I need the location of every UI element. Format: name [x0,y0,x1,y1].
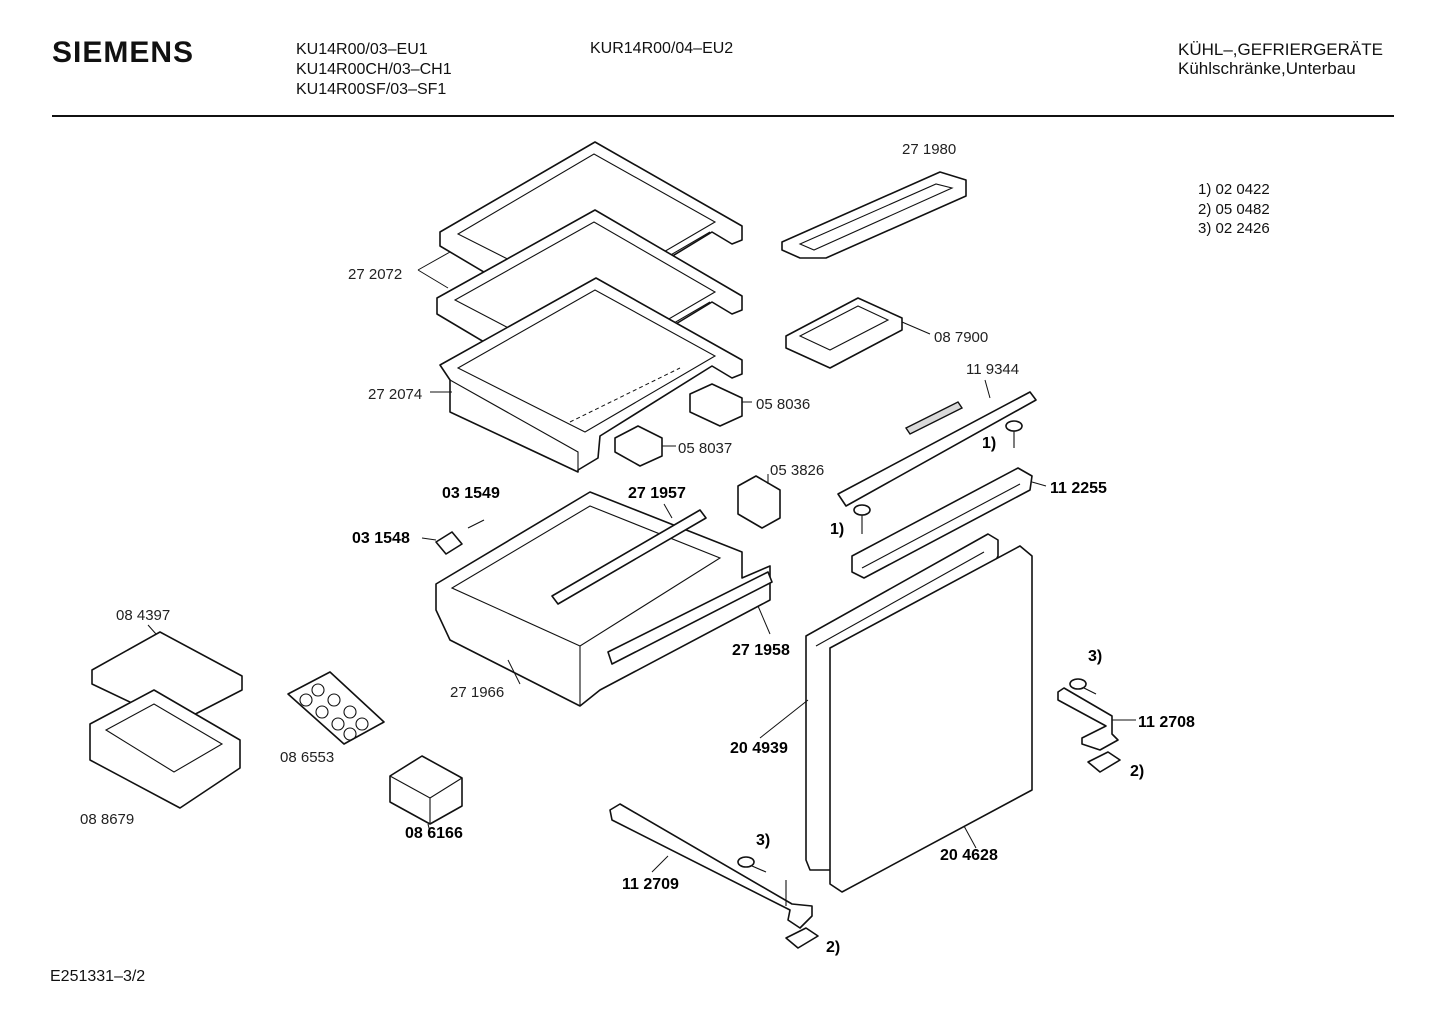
part-label: 11 2255 [1050,480,1107,497]
holder-piece-b [614,425,663,467]
callout-marker: 1) [830,521,844,538]
leader-line [1031,481,1047,487]
leader-line [417,251,451,289]
leader-line [759,699,809,739]
small-tray [785,297,903,369]
header-divider [52,115,1394,117]
category-subtitle: Kühlschränke,Unterbau [1178,59,1356,78]
model-code: KU14R00SF/03–SF1 [296,81,447,98]
callout-marker: 3) [756,832,770,849]
footnote: 3) 02 2426 [1198,220,1270,237]
part-label: 27 1958 [732,642,790,659]
leader-line [147,624,157,635]
leader-line [663,503,673,519]
leader-line [963,825,977,849]
hinge-bracket [851,467,1033,579]
screw-icon [1005,420,1023,448]
part-label: 08 6553 [280,749,334,766]
part-label: 08 4397 [116,607,170,624]
pin-part [435,519,485,555]
leader-line [984,379,991,399]
part-label: 05 8036 [756,396,810,413]
part-label: 08 6166 [405,825,463,842]
part-label: 11 2708 [1138,714,1195,731]
category-block: KÜHL–,GEFRIERGERÄTE Kühlschränke,Unterba… [1178,40,1383,78]
part-label: 11 2709 [622,876,679,893]
leader-line [507,659,521,685]
part-label: 08 8679 [80,811,134,828]
door-hinge-right [1057,687,1119,751]
part-label: 03 1548 [352,530,410,547]
door-strip [837,391,1037,507]
drawing-id: E251331–3/2 [50,968,146,985]
leader-line [901,321,931,335]
callout-marker: 3) [1088,648,1102,665]
part-label: 27 2072 [348,266,402,283]
butter-compartment [781,171,967,259]
screw-icon [853,504,871,534]
callout-marker: 2) [1130,763,1144,780]
category-title: KÜHL–,GEFRIERGERÄTE [1178,40,1383,59]
part-label: 08 7900 [934,329,988,346]
leader-line [651,855,669,873]
callout-marker: 1) [982,435,996,452]
screw-icon [737,856,767,873]
part-label: 11 9344 [966,361,1019,378]
bracket-clip-icon [1087,751,1121,773]
door-panel [829,545,1033,893]
holder-piece-a [689,383,743,427]
cheese-box [389,755,463,825]
part-label: 27 1966 [450,684,504,701]
part-label: 20 4628 [940,847,998,864]
leader-line [427,823,431,833]
model-code: KU14R00/03–EU1 [296,41,428,58]
storage-box-lid [91,631,243,725]
model-list: KU14R00/03–EU1 KU14R00CH/03–CH1 KU14R00S… [296,40,452,100]
part-label: 27 1957 [628,485,686,502]
leader-line [757,605,771,635]
part-label: 05 8037 [678,440,732,457]
door-rail-lower [609,803,813,929]
crisper-tray [439,277,743,473]
clip-part [737,475,781,529]
brand-logo: SIEMENS [52,36,195,69]
footnote-list: 1) 02 0422 2) 05 0482 3) 02 2426 [1198,180,1270,239]
model-code: KU14R00CH/03–CH1 [296,61,452,78]
model-code-alt: KUR14R00/04–EU2 [590,40,734,57]
drawer-divider [551,509,707,605]
screw-icon [1069,678,1097,695]
part-label: 03 1549 [442,485,500,502]
storage-box [89,689,241,809]
part-label: 05 3826 [770,462,824,479]
egg-tray [287,671,385,745]
bracket-clip-icon [785,927,819,949]
part-label: 27 2074 [368,386,422,403]
part-label: 20 4939 [730,740,788,757]
drawer-front-strip [607,571,773,665]
footnote: 1) 02 0422 [1198,181,1270,198]
part-label: 27 1980 [902,141,956,158]
footnote: 2) 05 0482 [1198,200,1270,218]
leader-line [421,537,437,541]
vegetable-drawer [435,491,771,707]
callout-marker: 2) [826,939,840,956]
